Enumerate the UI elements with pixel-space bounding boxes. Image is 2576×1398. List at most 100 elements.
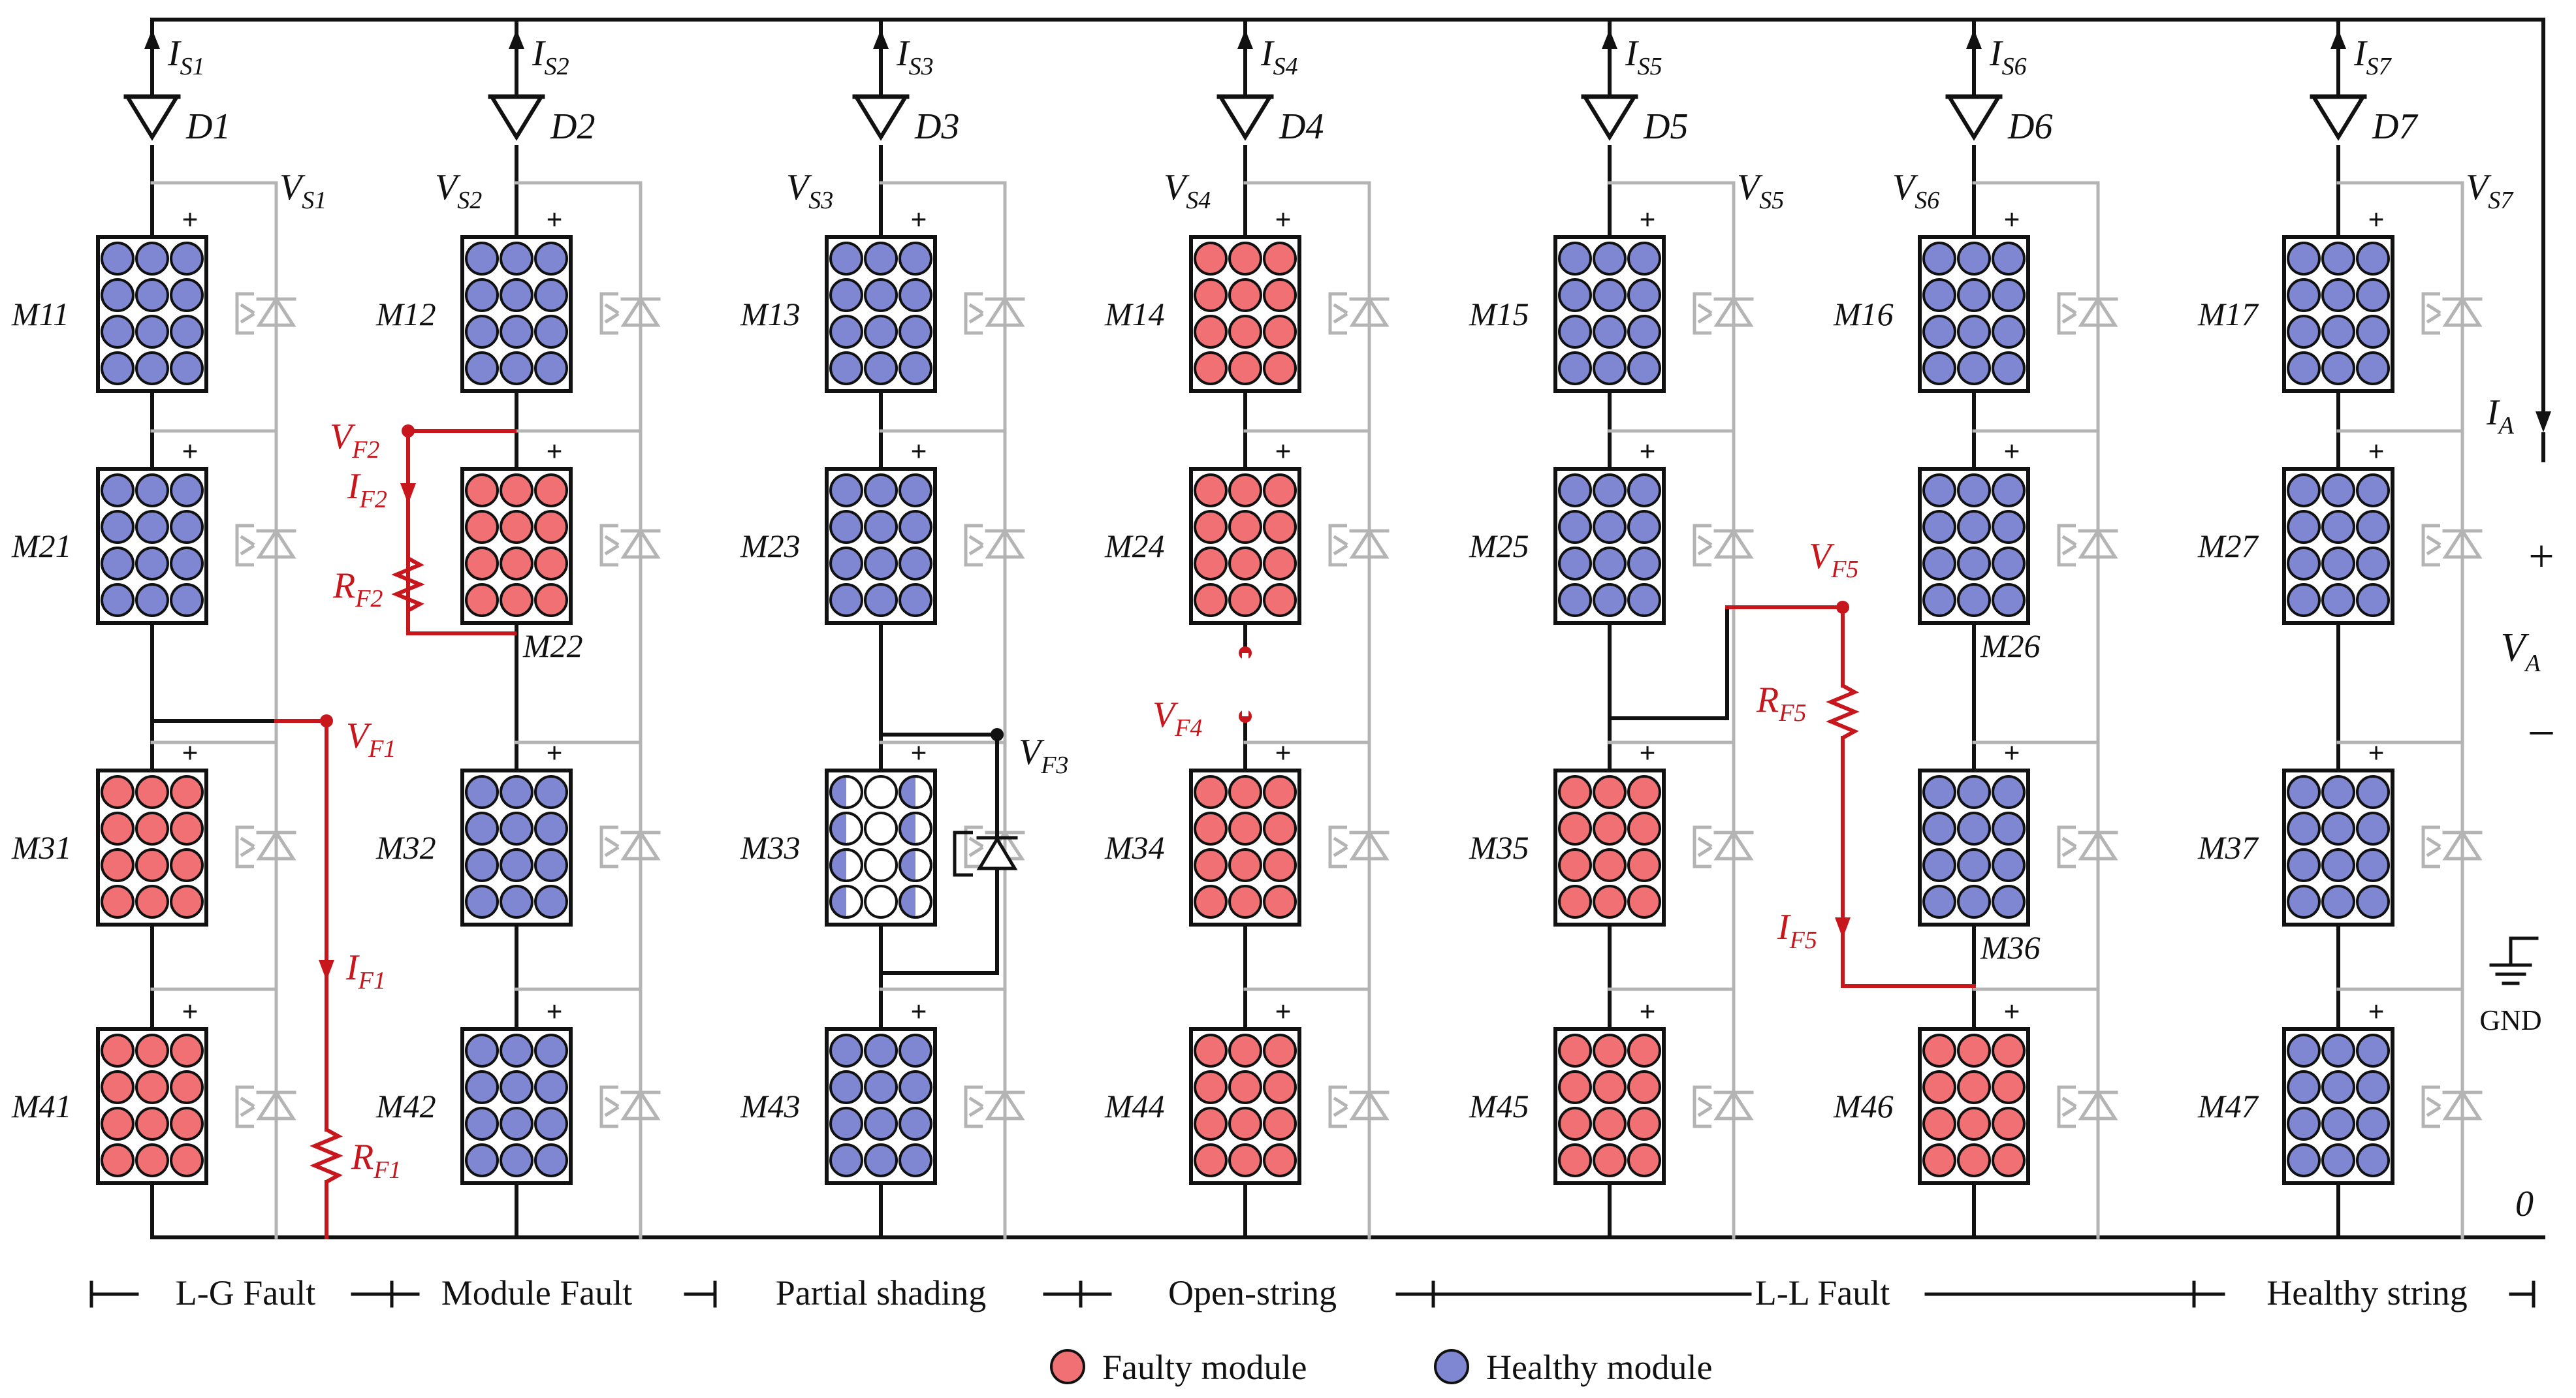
bypass-switch-icon xyxy=(604,836,620,848)
pv-cell xyxy=(101,351,135,385)
pv-module-m31: +M31 xyxy=(11,737,208,927)
segment-module-fault: Module Fault xyxy=(441,1273,633,1312)
pv-cell xyxy=(1194,1034,1228,1068)
module-plus-sign: + xyxy=(2368,436,2384,468)
string-voltage-label: VS4 xyxy=(1164,167,1211,214)
pv-cell xyxy=(1194,351,1228,385)
pv-module-m17: +M17 xyxy=(2197,204,2394,393)
pv-cell xyxy=(1558,1070,1592,1104)
pv-cell xyxy=(2321,278,2355,312)
pv-cell xyxy=(1228,848,1262,882)
pv-cell xyxy=(1992,812,2026,846)
pv-cell xyxy=(1992,1070,2026,1104)
module-plus-sign: + xyxy=(2368,996,2384,1028)
pv-module-m41: +M41 xyxy=(11,996,208,1185)
pv-cell xyxy=(101,885,135,919)
bypass-switch-icon xyxy=(235,524,254,567)
bypass-switch-icon xyxy=(2421,292,2440,335)
pv-cell xyxy=(1922,473,1956,507)
pv-cell xyxy=(1593,315,1627,349)
pv-cell xyxy=(101,775,135,809)
pv-cell xyxy=(1263,812,1297,846)
module-label: M46 xyxy=(1833,1088,1894,1124)
bypass-switch-icon xyxy=(968,836,984,848)
pv-cell xyxy=(1992,1143,2026,1177)
pv-cell xyxy=(465,1034,499,1068)
bypass-switch-icon xyxy=(964,292,983,335)
pv-cell xyxy=(1558,1107,1592,1141)
module-plus-sign: + xyxy=(182,436,198,468)
pv-cell xyxy=(135,351,169,385)
pv-cell xyxy=(1228,885,1262,919)
module-label: M24 xyxy=(1104,528,1165,564)
pv-cell xyxy=(864,1107,898,1141)
pv-cell xyxy=(465,848,499,882)
bypass-switch-icon xyxy=(2057,292,2076,335)
pv-module-m26: +M26 xyxy=(1918,436,2041,664)
bypass-switch-icon xyxy=(604,1096,620,1108)
pv-cell xyxy=(1228,473,1262,507)
bypass-switch-icon xyxy=(1333,836,1348,848)
bypass-switch-icon xyxy=(599,524,618,567)
string-current-label: IS7 xyxy=(2353,33,2393,80)
bypass-diode-icon xyxy=(985,1089,1025,1120)
pv-cell xyxy=(864,473,898,507)
pv-cell xyxy=(534,812,568,846)
pv-cell xyxy=(101,1070,135,1104)
bypass-switch-icon xyxy=(240,303,255,315)
module-plus-sign: + xyxy=(182,996,198,1028)
pv-cell xyxy=(2356,315,2390,349)
fault-resistance-rf5: RF5 xyxy=(1756,680,1806,727)
pv-module-m24: +M24 xyxy=(1104,436,1301,625)
pv-cell xyxy=(1957,242,1991,276)
pv-cell xyxy=(1558,583,1592,617)
pv-cell xyxy=(170,1034,204,1068)
pv-cell xyxy=(135,1143,169,1177)
fault-voltage-vf2: VF2 xyxy=(330,417,379,464)
pv-cell xyxy=(500,1070,533,1104)
pv-cell xyxy=(1194,473,1228,507)
segment-partial-shading: Partial shading xyxy=(776,1273,986,1312)
pv-cell-outline xyxy=(898,812,932,846)
pv-cell xyxy=(898,583,932,617)
pv-cell-shaded-half xyxy=(831,850,846,881)
bypass-switch-icon xyxy=(1328,524,1347,567)
pv-cell xyxy=(2321,1143,2355,1177)
module-plus-sign: + xyxy=(910,737,927,769)
pv-cell xyxy=(2321,315,2355,349)
bypass-switch-icon xyxy=(240,846,255,857)
pv-cell xyxy=(101,1034,135,1068)
pv-cell xyxy=(465,812,499,846)
pv-cell xyxy=(2356,351,2390,385)
pv-cell xyxy=(101,812,135,846)
pv-cell xyxy=(465,1070,499,1104)
module-plus-sign: + xyxy=(1639,737,1655,769)
module-plus-sign: + xyxy=(910,204,927,236)
bypass-switch-icon xyxy=(1697,1096,1713,1108)
pv-cell-outline xyxy=(829,812,863,846)
string-current-label: IS3 xyxy=(896,33,934,80)
pv-cell-shaded-half xyxy=(900,850,915,881)
blocking-diode-icon xyxy=(488,95,545,141)
pv-cell xyxy=(1194,510,1228,544)
pv-cell xyxy=(534,547,568,580)
string-voltage-label: VS5 xyxy=(1737,167,1784,214)
string-current-label: IS2 xyxy=(532,33,569,80)
pv-module-m46: +M46 xyxy=(1833,996,2030,1185)
pv-cell xyxy=(465,315,499,349)
fault-current-if1: IF1 xyxy=(345,947,386,994)
pv-cell xyxy=(2287,315,2321,349)
pv-cell xyxy=(1228,315,1262,349)
pv-cell-outline xyxy=(898,775,932,809)
bypass-switch-icon xyxy=(1328,1085,1347,1128)
pv-cell xyxy=(2287,775,2321,809)
pv-cell xyxy=(2356,278,2390,312)
bypass-switch-icon xyxy=(2426,303,2441,315)
blocking-diode-label: D4 xyxy=(1279,106,1324,147)
bypass-diode-icon xyxy=(620,528,661,559)
pv-cell xyxy=(135,242,169,276)
module-label: M44 xyxy=(1104,1088,1165,1124)
bypass-switch-icon xyxy=(968,535,984,547)
pv-module-m37: +M37 xyxy=(2197,737,2394,927)
